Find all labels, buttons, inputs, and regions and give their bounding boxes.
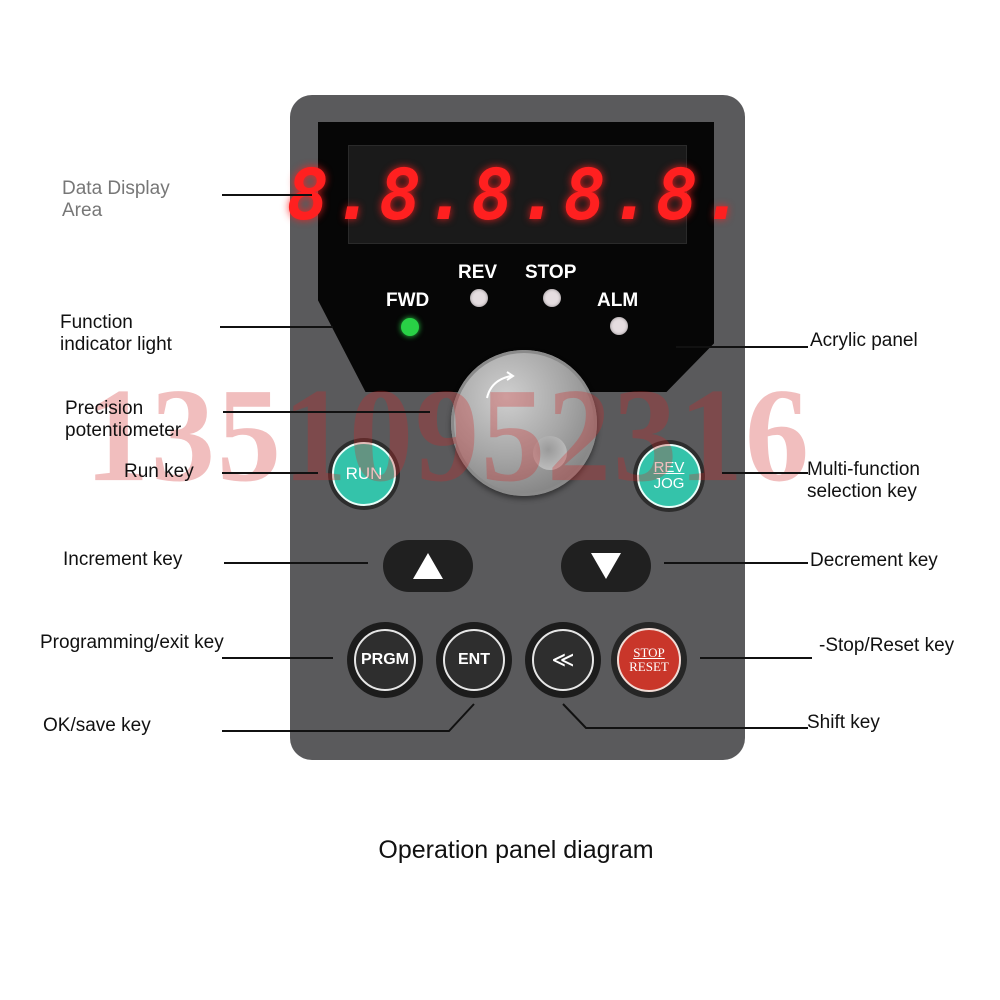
alm-indicator-light: [610, 317, 628, 335]
fwd-indicator-light: [401, 318, 419, 336]
stop-indicator-label: STOP: [525, 262, 577, 283]
increment-key-label: Increment key: [63, 549, 183, 570]
prgm-button[interactable]: PRGM: [347, 622, 423, 698]
stop-reset-key-label: -Stop/Reset key: [819, 635, 955, 656]
rotate-arrow-icon: [486, 371, 515, 399]
precision-potentiometer[interactable]: [451, 350, 597, 496]
data-display-label: Data Display Area: [62, 178, 170, 222]
rev-jog-label-top: REV: [653, 459, 685, 476]
stop-reset-button[interactable]: STOP RESET: [611, 622, 687, 698]
ent-button-label: ENT: [443, 629, 505, 691]
display-digits: 8.8.8.8.8.: [286, 153, 749, 236]
potentiometer-label-line2: potentiometer: [65, 420, 182, 441]
multi-function-label: Multi-function selection key: [807, 459, 920, 503]
triangle-down-icon: [591, 553, 621, 579]
run-button[interactable]: RUN: [328, 438, 400, 510]
increment-button[interactable]: [383, 540, 473, 592]
ok-save-key-label: OK/save key: [43, 715, 151, 736]
stop-reset-label-bottom: RESET: [629, 659, 669, 674]
stop-reset-label-top: STOP: [633, 645, 665, 660]
alm-indicator-label: ALM: [597, 290, 639, 311]
shift-button[interactable]: ≪: [525, 622, 601, 698]
run-button-label: RUN: [332, 442, 396, 506]
rev-jog-label-bottom: JOG: [653, 475, 685, 492]
shift-icon: ≪: [532, 629, 594, 691]
stop-indicator-light: [543, 289, 561, 307]
rev-jog-face: REV JOG: [637, 444, 701, 508]
rev-indicator-label: REV: [458, 262, 498, 283]
potentiometer-label: Precision potentiometer: [65, 398, 181, 442]
fwd-indicator-label: FWD: [386, 290, 430, 311]
data-display-label-line1: Data Display: [62, 178, 170, 199]
rev-jog-button[interactable]: REV JOG: [633, 440, 705, 512]
diagram-caption: Operation panel diagram: [378, 836, 654, 864]
ent-button[interactable]: ENT: [436, 622, 512, 698]
rev-indicator-light: [470, 289, 488, 307]
shift-key-label: Shift key: [807, 712, 880, 733]
multi-function-label-line2: selection key: [807, 481, 917, 502]
programming-key-label: Programming/exit key: [40, 632, 224, 653]
multi-function-label-line1: Multi-function: [807, 459, 920, 480]
prgm-button-label: PRGM: [354, 629, 416, 691]
decrement-button[interactable]: [561, 540, 651, 592]
function-indicator-label-line1: Function: [60, 312, 133, 333]
acrylic-panel-label: Acrylic panel: [810, 330, 918, 351]
stop-reset-face: STOP RESET: [617, 628, 681, 692]
function-indicator-label-line2: indicator light: [60, 334, 172, 355]
data-display-label-line2: Area: [62, 200, 103, 221]
decrement-key-label: Decrement key: [810, 550, 938, 571]
knob-grip: [533, 436, 567, 470]
function-indicator-label: Function indicator light: [60, 312, 172, 356]
potentiometer-label-line1: Precision: [65, 398, 144, 419]
triangle-up-icon: [413, 553, 443, 579]
run-key-label: Run key: [124, 461, 194, 482]
data-display: 8.8.8.8.8.: [286, 145, 749, 244]
